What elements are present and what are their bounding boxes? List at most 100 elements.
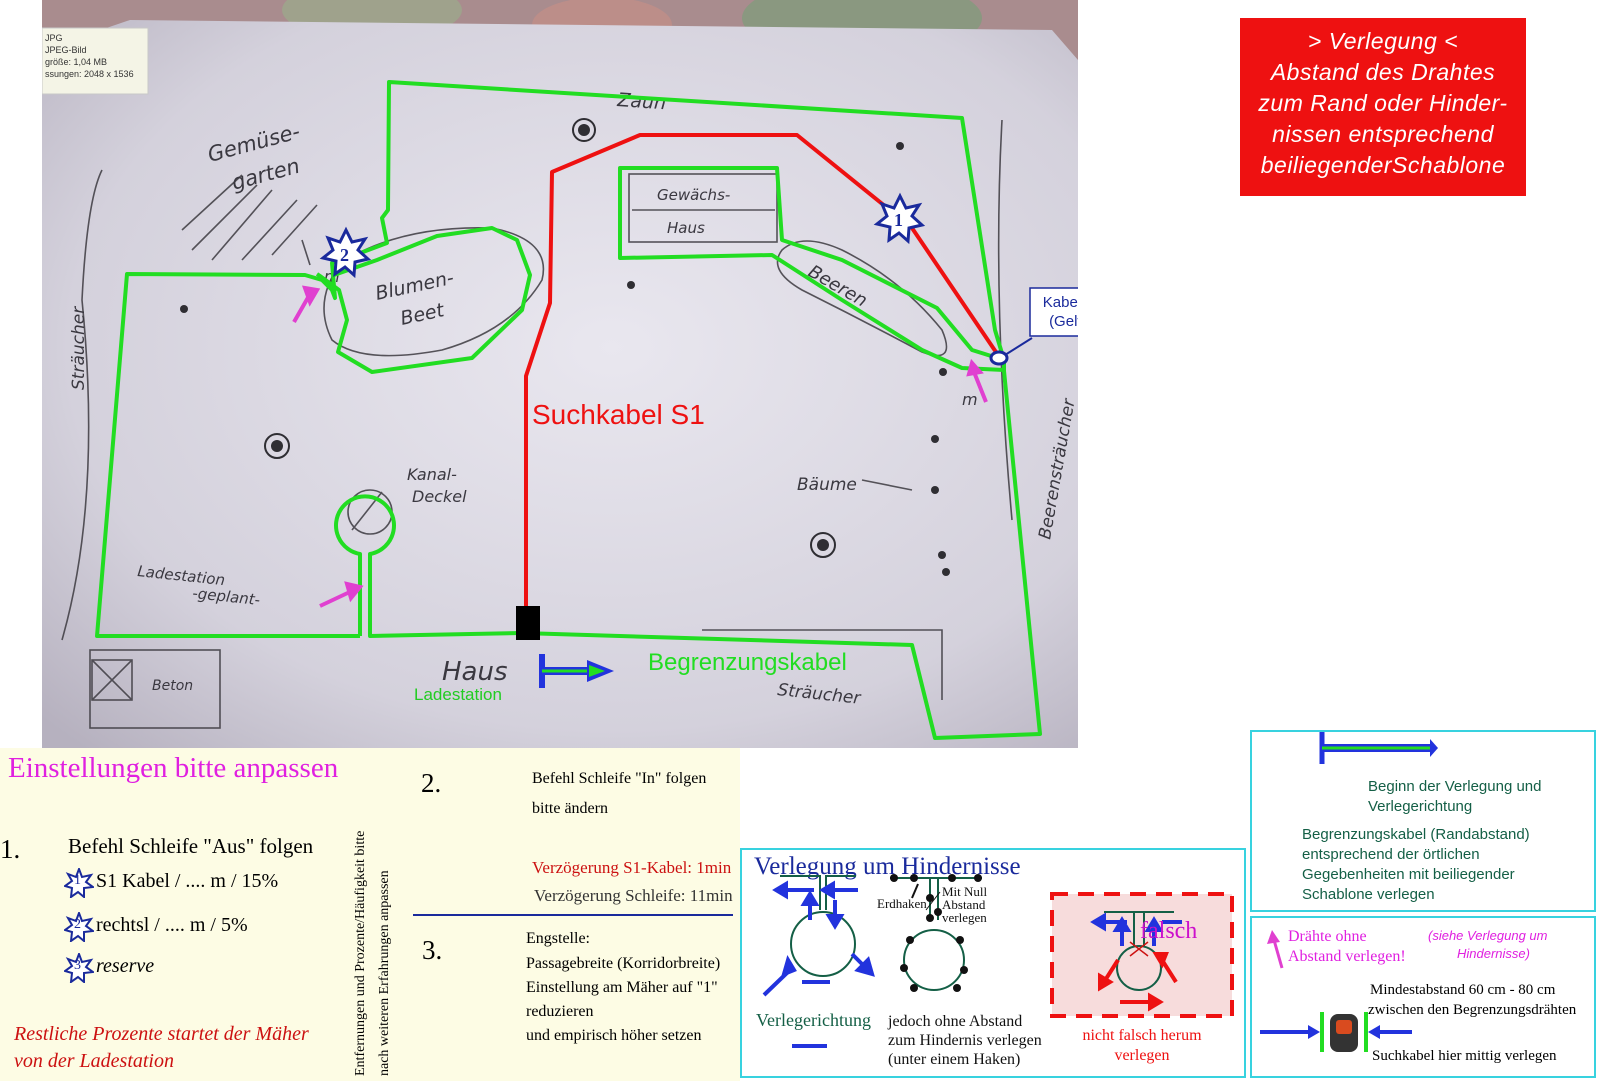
obstacle-diagrams: Verlegerichtung Erdhaken Mit Null Abstan… (756, 874, 1234, 1068)
legend-beginn-2: Verlegerichtung (1368, 798, 1473, 815)
label-begrenzungskabel: Begrenzungskabel (648, 649, 847, 676)
pink-arrows (292, 285, 988, 608)
tree-markers (180, 118, 950, 576)
wrong-wiring-diagram (1104, 911, 1174, 991)
star-icon (64, 953, 94, 983)
legend-begr-3: Gegebenheiten mit beiliegender (1302, 866, 1515, 883)
vertical-note-1: Entfernungen und Prozente/Häufigkeit bit… (353, 830, 368, 1076)
rest-note-2: von der Ladestation (14, 1050, 174, 1072)
svg-text:jedoch ohne Abstand: jedoch ohne Abstand (887, 1013, 1022, 1030)
label-ladestation: Ladestation (414, 685, 502, 704)
svg-text:größe: 1,04 MB: größe: 1,04 MB (45, 57, 107, 67)
legend-box: Beginn der Verlegung und Verlegerichtung… (1250, 730, 1596, 912)
info-line-4: nissen entsprechend (1272, 121, 1494, 147)
svg-text:verlegen: verlegen (1114, 1047, 1169, 1064)
svg-text:zum Hindernis verlegen: zum Hindernis verlegen (888, 1032, 1042, 1049)
section-1-item-1: 1 S1 Kabel / .... m / 15% (64, 868, 364, 898)
section-3-line-2: Passagebreite (Korridorbreite) (526, 955, 721, 972)
section-2-delay-1: Verzögerung S1-Kabel: 1min (532, 858, 732, 877)
info-line-1: > Verlegung < (1307, 28, 1459, 54)
svg-text:JPEG-Bild: JPEG-Bild (45, 45, 87, 55)
section-number-2: 2. (421, 768, 442, 798)
svg-text:Kabel verbinden: Kabel verbinden (1043, 294, 1078, 311)
info-line-3: zum Rand oder Hinder- (1258, 90, 1508, 116)
section-3-line-5: und empirisch höher setzen (526, 1027, 702, 1044)
placement-info-box: > Verlegung < Abstand des Drahtes zum Ra… (1240, 18, 1526, 196)
section-divider (413, 914, 733, 916)
star-icon (64, 912, 94, 942)
label-falsch: falsch (1140, 918, 1197, 944)
label-haus: Haus (442, 657, 508, 687)
section-2-line-2: bitte ändern (532, 800, 608, 817)
wires-note-2: Abstand verlegen! (1288, 948, 1406, 965)
legend-start-arrow (1319, 732, 1438, 764)
section-1-title: Befehl Schleife "Aus" folgen (68, 834, 314, 858)
boundary-cable (95, 80, 1042, 740)
label-erdhaken: Erdhaken (877, 896, 927, 911)
wires-min-2: zwischen den Begrenzungsdrähten (1368, 1002, 1577, 1018)
wires-see-1: (siehe Verlegung um (1428, 928, 1548, 943)
svg-text:1: 1 (894, 210, 903, 230)
wires-such: Suchkabel hier mittig verlegen (1372, 1048, 1557, 1064)
blue-direction-arrows (762, 880, 875, 1048)
label-gewaechs-2: Haus (667, 219, 705, 237)
hook-wiring-diagram (890, 877, 982, 991)
cable-connector-marker (989, 350, 1009, 366)
label-beton: Beton (152, 678, 193, 694)
correct-wiring-diagram (780, 875, 856, 977)
wire-spacing-box: Drähte ohne Abstand verlegen! (siehe Ver… (1250, 916, 1596, 1078)
svg-text:ssungen: 2048 x 1536: ssungen: 2048 x 1536 (45, 69, 134, 79)
section-3-line-4: reduzieren (526, 1003, 594, 1020)
label-m-right: m (962, 390, 978, 409)
section-1-item-3: 3 reserve (64, 953, 364, 983)
garden-plan-photo: Zaun Gemüse- garten Sträucher Gewächs- H… (42, 0, 1078, 748)
svg-text:JPG: JPG (45, 33, 63, 43)
callout-kabel-verbinden (1029, 287, 1078, 337)
rest-note-1: Restliche Prozente startet der Mäher (14, 1023, 309, 1045)
wires-note-1: Drähte ohne (1288, 928, 1367, 945)
wires-see-2: Hindernisse) (1457, 946, 1530, 961)
settings-title: Einstellungen bitte anpassen (8, 752, 339, 784)
legend-beginn-1: Beginn der Verlegung und (1368, 778, 1542, 795)
wrong-example-frame (1050, 892, 1234, 1018)
wire-spacing-diagram (1260, 930, 1412, 1052)
wires-min-1: Mindestabstand 60 cm - 80 cm (1370, 982, 1556, 998)
section-number-3: 3. (422, 935, 443, 965)
section-3-line-1: Engstelle: (526, 930, 590, 947)
label-zaun: Zaun (616, 89, 667, 114)
paper-sheet (42, 20, 1078, 748)
section-2-delay-2: Verzögerung Schleife: 11min (534, 886, 733, 905)
label-verlegerichtung: Verlegerichtung (756, 1010, 871, 1030)
section-2-line-1: Befehl Schleife "In" folgen (532, 770, 707, 787)
label-straeucher-left: Sträucher (69, 306, 89, 390)
charging-station-block (516, 606, 540, 640)
section-3-line-3: Einstellung am Mäher auf "1" (526, 979, 718, 996)
label-suchkabel: Suchkabel S1 (532, 399, 705, 430)
svg-text:nicht falsch herum: nicht falsch herum (1082, 1027, 1202, 1044)
info-line-2: Abstand des Drahtes (1270, 59, 1496, 85)
label-gewaechs-1: Gewächs- (657, 186, 730, 204)
section-number-1: 1. (0, 834, 21, 864)
svg-text:verlegen: verlegen (942, 910, 987, 925)
svg-text:Abstand: Abstand (942, 897, 986, 912)
svg-text:Mit Null: Mit Null (942, 884, 988, 899)
file-info-thumbnail: JPG JPEG-Bild größe: 1,04 MB ssungen: 20… (42, 27, 149, 95)
label-kanal-1: Kanal- (407, 465, 457, 484)
vertical-note-2: nach weiteren Erfahrungen anpassen (377, 870, 392, 1076)
legend-begr-2: entsprechend der örtlichen (1302, 846, 1480, 863)
legend-begr-1: Begrenzungskabel (Randabstand) (1302, 826, 1530, 843)
star-marker-1: 1 (873, 192, 926, 245)
svg-text:2: 2 (340, 245, 349, 265)
star-icon (64, 868, 94, 898)
start-direction-arrow (539, 654, 614, 688)
pencil-sketch (61, 119, 1013, 729)
svg-text:(unter einem Haken): (unter einem Haken) (888, 1051, 1020, 1068)
label-baeume: Bäume (797, 475, 857, 495)
info-line-5: beiliegenderSchablone (1260, 152, 1506, 178)
obstacle-placement-box: Verlegung um Hindernisse Verlegerichtung (740, 848, 1246, 1078)
svg-text:(Gelverbinder): (Gelverbinder) (1049, 313, 1078, 330)
earth-hooks (890, 874, 982, 992)
star-marker-2: 2 (319, 226, 372, 279)
section-1-item-2: 2 rechtsl / .... m / 5% (64, 912, 364, 942)
label-kanal-2: Deckel (412, 487, 467, 506)
